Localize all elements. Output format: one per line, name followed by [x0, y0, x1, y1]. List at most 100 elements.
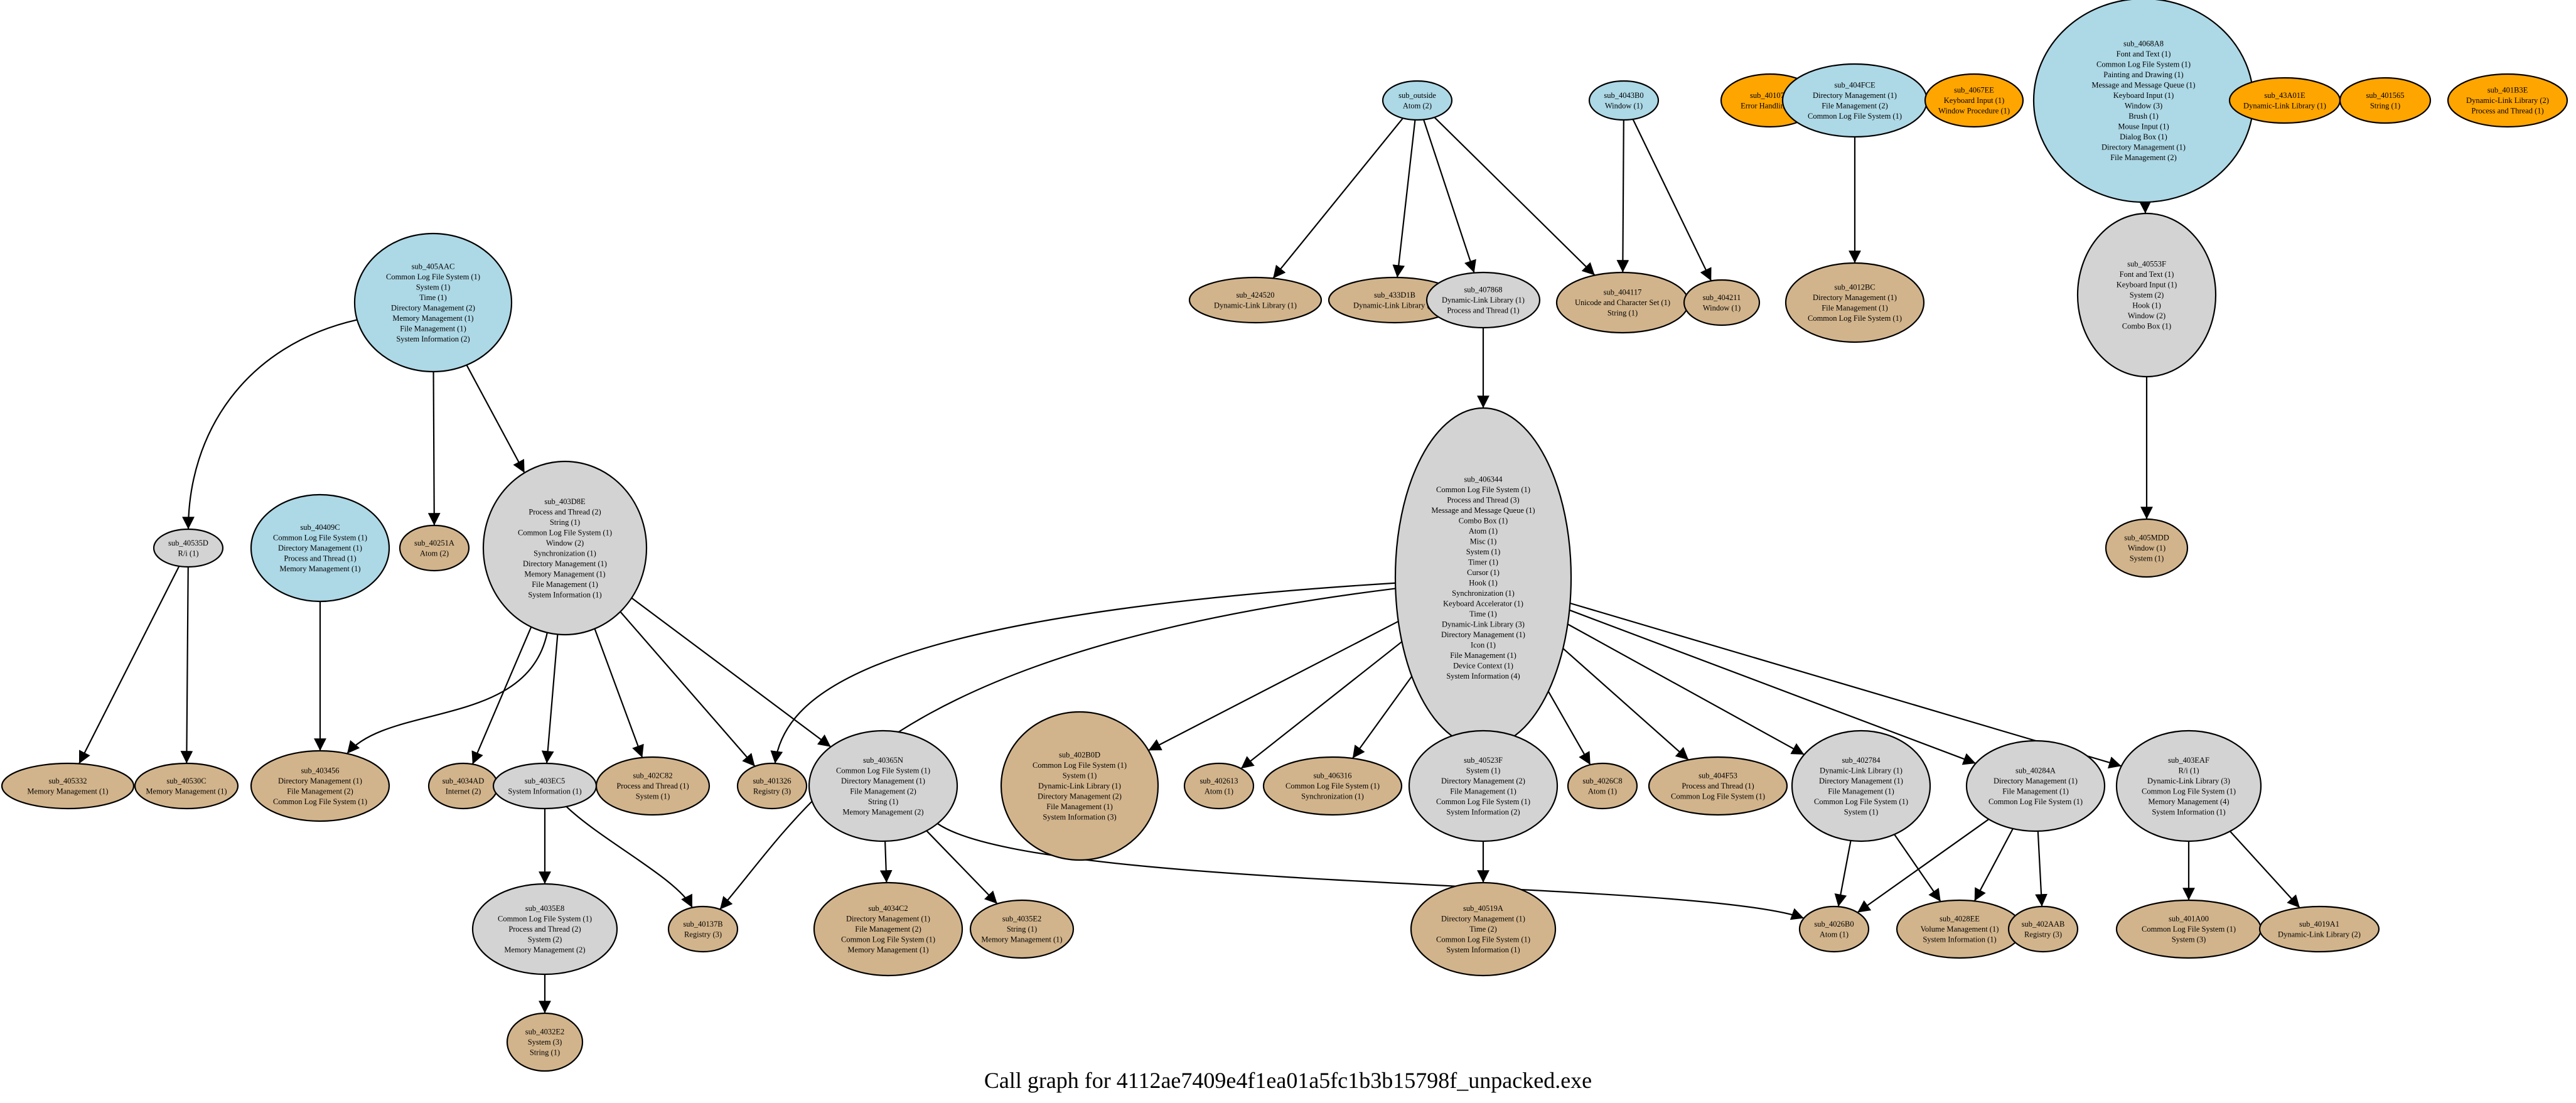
node-name: sub_404117 [1604, 288, 1642, 297]
node-ellipse [969, 899, 1075, 959]
node-api-category: System (1) [2130, 554, 2164, 563]
node-api-category: Directory Management (1) [2101, 143, 2186, 151]
node-api-category: Keyboard Input (1) [1944, 96, 2005, 105]
node-api-category: System (1) [1844, 807, 1879, 816]
node-api-category: Directory Management (1) [278, 777, 362, 785]
node-ellipse [2115, 729, 2262, 842]
edge-sub_outside-to-sub_424520 [1272, 117, 1403, 279]
node-api-category: Process and Thread (1) [1682, 782, 1754, 790]
node-api-category: Keyboard Input (1) [2113, 91, 2174, 100]
node-name: sub_40107A [1750, 91, 1790, 100]
node-name: sub_40519A [1463, 904, 1503, 913]
node-api-category: System (3) [528, 1038, 562, 1047]
node-api-category: Common Log File System (1) [1808, 112, 1902, 121]
node-ellipse [471, 883, 618, 976]
node-ellipse [506, 1012, 584, 1072]
node-api-category: Memory Management (1) [392, 314, 473, 323]
node-api-category: Atom (2) [1403, 101, 1432, 110]
edge-sub_406344-to-sub_4026C8 [1547, 691, 1591, 765]
node-api-category: Atom (1) [1588, 787, 1617, 795]
node-api-category: Directory Management (1) [278, 544, 362, 552]
node-api-category: Window (1) [1703, 303, 1741, 312]
node-name: sub_403EAF [2168, 756, 2209, 765]
node-api-category: Unicode and Character Set (1) [1575, 298, 1670, 307]
node-api-category: Memory Management (2) [842, 807, 923, 816]
node-api-category: Font and Text (1) [2117, 50, 2171, 58]
node-name: sub_404FCE [1834, 80, 1876, 89]
node-api-category: Hook (1) [1469, 578, 1497, 587]
edge-sub_403D8E-to-sub_40365N [631, 597, 832, 748]
node-ellipse [2105, 518, 2189, 578]
node-ellipse [399, 524, 470, 572]
node-ellipse [2076, 212, 2217, 378]
node-api-category: Keyboard Input (1) [2117, 281, 2177, 289]
node-ellipse [2258, 905, 2380, 953]
node-api-category: System (2) [528, 935, 562, 944]
node-ellipse [1183, 762, 1255, 810]
node-ellipse [353, 232, 513, 373]
node-api-category: Directory Management (1) [846, 915, 930, 923]
node-ellipse [1382, 80, 1453, 121]
node-ellipse [595, 756, 711, 816]
node-api-category: Common Log File System (1) [1285, 782, 1380, 790]
node-api-category: Common Log File System (1) [1436, 797, 1530, 806]
node-api-category: Directory Management (2) [1441, 777, 1525, 785]
edge-sub_406344-to-sub_40137B [719, 588, 1396, 910]
node-ellipse [1000, 711, 1159, 861]
node-api-category: Hook (1) [2132, 301, 2160, 310]
node-api-category: Common Log File System (1) [273, 797, 367, 806]
node-api-category: System (1) [1466, 766, 1501, 775]
node-ellipse [2447, 73, 2568, 128]
edge-sub_403EC5-to-sub_40137B [566, 805, 693, 908]
